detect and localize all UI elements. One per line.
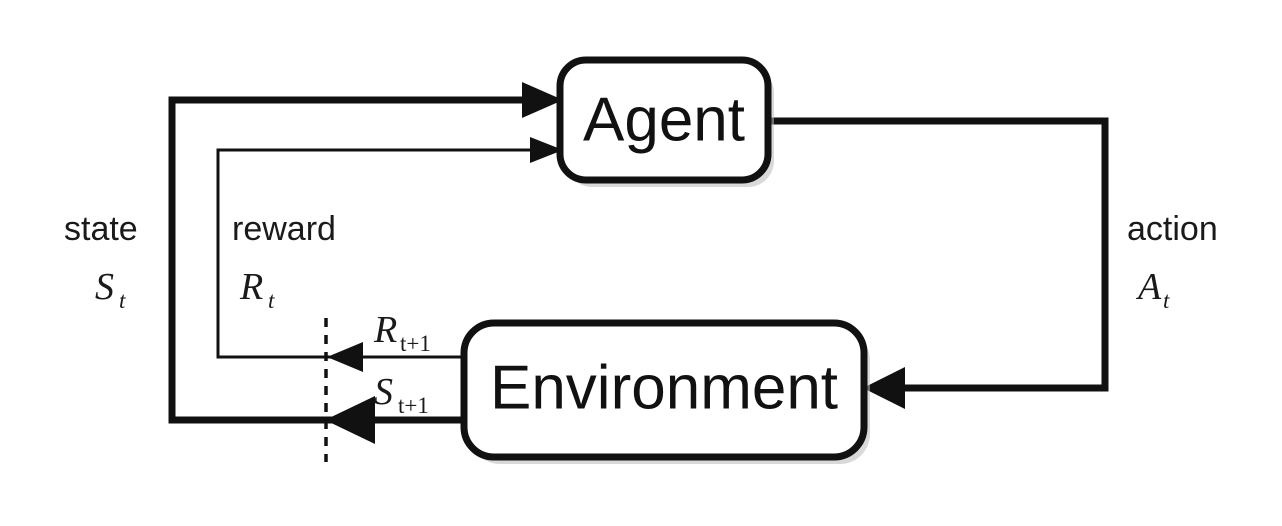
state-arrowhead-icon — [522, 82, 563, 118]
reward-path-line — [216, 148, 530, 359]
edge-action-out — [770, 117, 1109, 409]
state-path-line — [168, 96, 522, 424]
label-state: state S t — [64, 210, 138, 313]
state-symbol-label: S — [95, 266, 114, 308]
environment-box — [460, 319, 868, 461]
action-symbol-label: A — [1135, 266, 1162, 308]
environment-label: Environment — [490, 353, 838, 422]
reward-next-symbol-label: R — [373, 309, 397, 351]
edge-reward-next — [327, 342, 466, 372]
label-action: action A t — [1127, 210, 1218, 313]
edge-state-in — [168, 82, 563, 424]
action-word-label: action — [1127, 210, 1218, 248]
label-state-next: S t+1 — [374, 371, 429, 418]
reward-subscript-label: t — [268, 288, 275, 313]
node-environment[interactable]: Environment — [460, 319, 870, 464]
state-next-arrowhead-icon — [325, 396, 375, 444]
action-path-line — [770, 117, 1109, 392]
agent-label: Agent — [583, 85, 745, 154]
agent-box — [556, 56, 772, 184]
edge-reward-in — [216, 137, 563, 359]
action-arrowhead-icon — [863, 367, 905, 409]
label-reward: reward R t — [232, 210, 336, 313]
node-agent[interactable]: Agent — [556, 56, 774, 187]
reward-symbol-label: R — [239, 266, 263, 308]
state-next-subscript-label: t+1 — [398, 393, 429, 418]
action-subscript-label: t — [1163, 288, 1170, 313]
state-word-label: state — [64, 210, 138, 248]
reward-arrowhead-icon — [530, 137, 563, 163]
reward-next-subscript-label: t+1 — [400, 331, 431, 356]
state-subscript-label: t — [119, 288, 126, 313]
reward-word-label: reward — [232, 210, 336, 248]
label-reward-next: R t+1 — [373, 309, 431, 356]
edge-state-next — [325, 396, 466, 444]
state-next-symbol-label: S — [374, 371, 393, 413]
reward-next-arrowhead-icon — [327, 342, 363, 372]
